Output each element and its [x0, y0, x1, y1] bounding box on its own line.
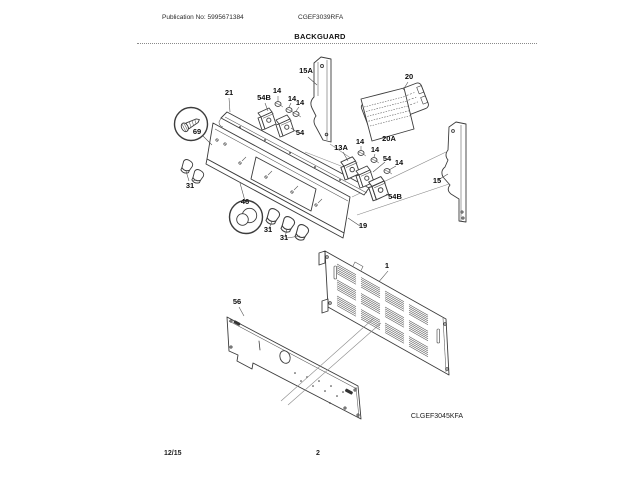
header-rule	[137, 43, 537, 44]
assembly-alignment-lines	[280, 317, 382, 406]
model-number: CGEF3039RFA	[298, 14, 344, 21]
diagram-code: CLGEF3045KFA	[410, 413, 464, 420]
lower-panel-56	[226, 316, 362, 420]
revision-date: 12/15	[164, 450, 182, 457]
switch-54b-top	[257, 107, 277, 131]
control-panel-19	[205, 122, 351, 239]
rear-panel-1	[318, 250, 450, 376]
screw-detail-callout-69	[173, 106, 213, 146]
knob-detail-callout-46	[228, 182, 264, 235]
side-bracket-15	[441, 121, 467, 223]
publication-number: Publication No: 5995671384	[162, 14, 244, 21]
side-bracket-15a	[310, 56, 332, 143]
switch-54b-right	[368, 176, 389, 202]
control-overlay-20a	[360, 87, 415, 142]
page-number: 2	[316, 450, 320, 457]
switch-54-top	[275, 114, 295, 138]
label-leaders	[185, 76, 449, 317]
section-title: BACKGUARD	[294, 32, 346, 41]
